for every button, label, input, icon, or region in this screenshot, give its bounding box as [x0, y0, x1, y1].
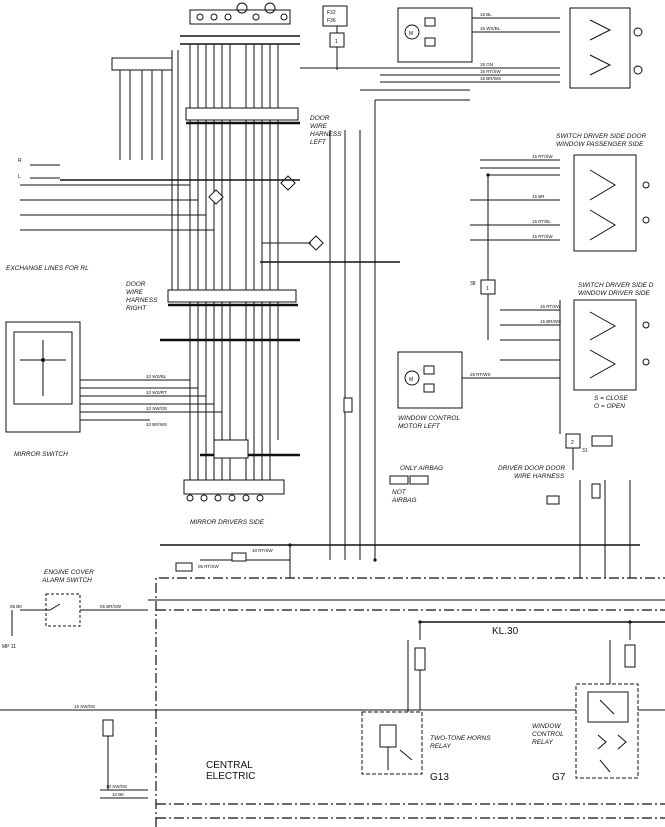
fuse-label-a: F32 — [327, 10, 336, 16]
wire-label-sw-3: 15 RT/BL — [532, 219, 551, 224]
wire-label-top-5: 15 BR/WS — [480, 76, 501, 81]
left-feed-2: 10 SW/GE — [106, 784, 127, 789]
wire-label-sw-2: 15 BR — [532, 194, 545, 199]
engine-wire-1: 05 BK — [10, 604, 22, 609]
g13-label: G13 — [430, 772, 449, 783]
wire-label-top-2: 15 WS/BL — [480, 26, 501, 31]
svg-text:R: R — [18, 158, 22, 164]
exchange-lines-block: R L EXCHANGE LINES FOR RL — [6, 158, 300, 272]
wire-label-top-4: 15 RT/SW — [480, 69, 501, 74]
fuse-label-b: F36 — [327, 18, 336, 24]
kl30-rail: KL.30 — [407, 621, 665, 712]
exchange-lines-label: EXCHANGE LINES FOR RL — [6, 265, 89, 272]
svg-text:M: M — [409, 377, 413, 383]
wire-label-top-1: 15 BL — [480, 12, 492, 17]
left-feed-3: 10 BK — [112, 792, 124, 797]
relay-pin-31: 31 — [582, 448, 588, 454]
wire-label-bus-1: 05 RT/SW — [198, 564, 219, 569]
svg-text:L: L — [18, 174, 21, 180]
junction-dots — [288, 173, 632, 624]
wire-label-bus-2: 10 RT/SW — [252, 548, 273, 553]
relay-pin-38: 38 — [470, 281, 476, 287]
left-harness-verticals — [189, 120, 324, 262]
top-left-connectors — [111, 50, 179, 260]
wire-label-sd-1: 15 RT/SW — [540, 304, 561, 309]
wire-label-sw-1: 15 RT/SW — [532, 154, 553, 159]
mirror-drivers-side-label: MIRROR DRIVERS SIDE — [190, 519, 265, 526]
left-feed-1: 15 SW/GE — [74, 704, 95, 709]
mirror-drivers-connectors: MIRROR DRIVERS SIDE — [160, 302, 300, 526]
engine-wire-2: 05 BR/SW — [100, 604, 122, 609]
wire-label-sd-2: 15 BR/WS — [540, 319, 561, 324]
mirror-wire-2: 10 WS/RT — [146, 390, 167, 395]
relay-pin-1: 1 — [335, 39, 338, 45]
wire-label-ml: 25 RT/WS — [470, 372, 491, 377]
window-motor-right-top: M 15 BL 15 WS/BL 15 GN 15 RT/SW 15 BR/WS — [380, 7, 643, 89]
mirror-wire-3: 10 SW/GE — [146, 406, 167, 411]
mirror-switch: 10 WS/BL 10 WS/RT 10 SW/GE 10 BR/WS MIRR… — [5, 321, 222, 458]
mirror-wire-4: 10 BR/WS — [146, 422, 167, 427]
wire-label-sw-4: 15 RT/SW — [532, 234, 553, 239]
bus-lines: 05 RT/SW 10 RT/SW — [160, 480, 640, 578]
mirror-switch-label: MIRROR SWITCH — [14, 451, 68, 458]
g7-label: G7 — [552, 772, 566, 783]
left-feed-lines: 15 SW/GE 10 SW/GE 10 BK — [0, 704, 148, 799]
top-connector-strip — [180, 2, 300, 45]
mp11-label: MP 11 — [2, 644, 16, 650]
relay-pin-2: 2 — [571, 440, 574, 446]
only-airbag-label: ONLY AIRBAG — [400, 465, 443, 472]
wire-label-top-3: 15 GN — [480, 62, 493, 67]
fuse-block-top: F32 F36 1 — [300, 5, 400, 70]
relay-pin-center: 1 — [486, 286, 489, 292]
middle-right-block: 1 38 15 RT/SW 15 BR 15 RT/BL 15 RT/SW SW… — [329, 89, 654, 560]
svg-text:M: M — [409, 31, 413, 37]
kl30-label: KL.30 — [492, 626, 519, 637]
mirror-wire-1: 10 WS/BL — [146, 374, 167, 379]
